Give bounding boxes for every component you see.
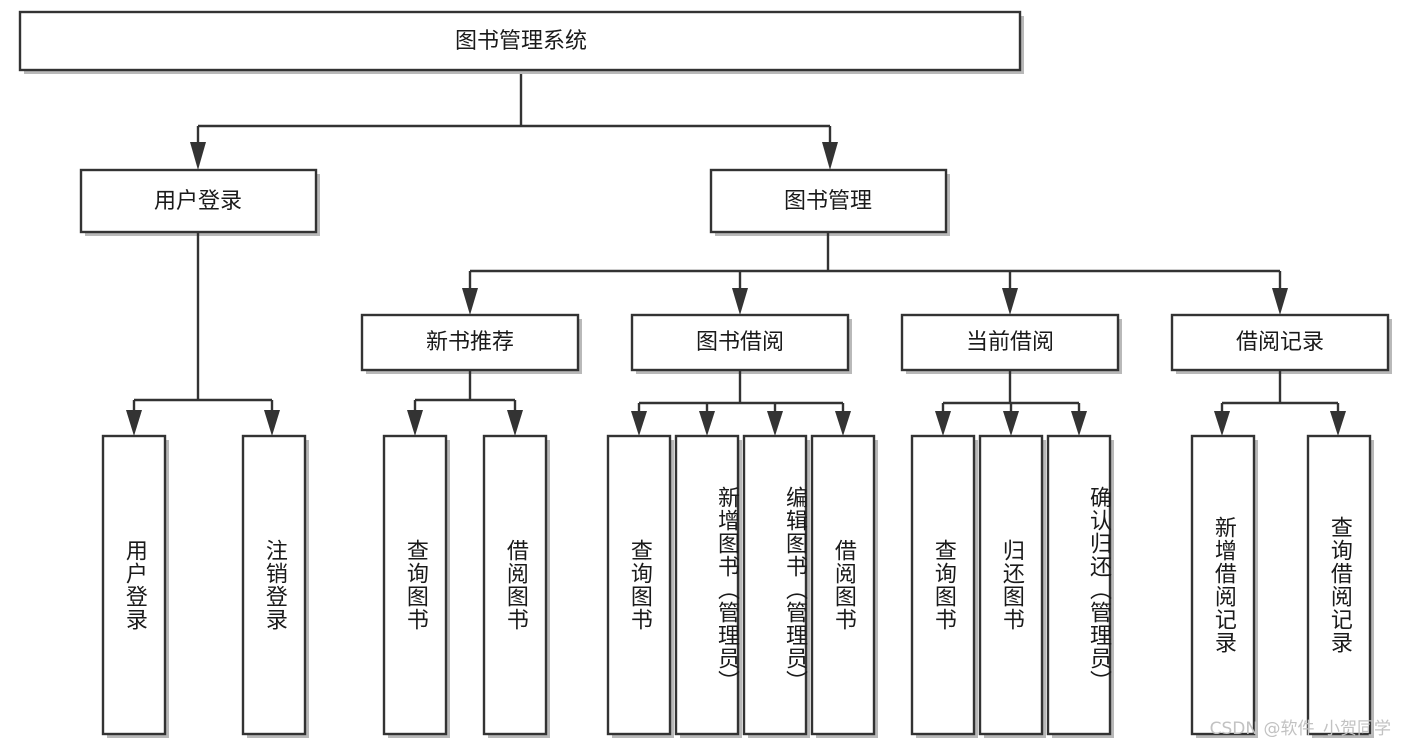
leaf-bb-2-box [674,434,740,736]
leaf-node-user-login[interactable] [101,434,169,738]
leaf-node-br-query-record[interactable] [1306,434,1374,738]
node-user-login-box [79,168,318,234]
connector-group-book-borrow-leaves [631,370,851,436]
arrow-head-cb-leaf-3 [1071,411,1087,436]
leaf-node-nb-query-book[interactable] [382,434,450,738]
leaf-cb-1-box [910,434,976,736]
arrow-head-borrow-record [1272,288,1288,315]
leaf-node-cb-confirm-return[interactable] [1046,434,1114,738]
arrow-head-new-book [462,288,478,315]
node-root-box [18,10,1022,72]
leaf-bb-4-box [810,434,876,736]
connector-group-root [190,70,838,170]
connector-group-user-login-leaves [126,232,280,436]
arrow-head-nb-leaf-1 [407,410,423,436]
label-book-borrow: 图书借阅 [696,330,784,355]
leaf-cb-2-box [978,434,1044,736]
node-borrow-record[interactable] [1170,313,1392,374]
arrow-head-leaf-user-login [126,410,142,436]
leaf-node-bb-query-book[interactable] [606,434,674,738]
leaf-node-bb-add-book[interactable] [674,434,742,738]
connector-group-new-book-leaves [407,370,523,436]
leaf-node-bb-edit-book[interactable] [742,434,810,738]
arrow-head-bb-leaf-1 [631,411,647,436]
connector-group-borrow-record-leaves [1214,370,1346,436]
connector-group-book-manage [462,232,1288,315]
arrow-head-bb-leaf-2 [699,411,715,436]
arrow-head-book-borrow [732,288,748,315]
node-borrow-record-box [1170,313,1390,372]
arrow-head-br-leaf-1 [1214,411,1230,436]
arrow-head-user-login [190,142,206,170]
leaf-bb-1-box [606,434,672,736]
arrow-head-bb-leaf-4 [835,411,851,436]
arrow-head-nb-leaf-2 [507,410,523,436]
label-new-book-recommend: 新书推荐 [426,330,514,355]
arrow-head-current-borrow [1002,288,1018,315]
arrow-head-leaf-logout [264,410,280,436]
arrow-head-bb-leaf-3 [767,411,783,436]
leaf-node-cb-query-book[interactable] [910,434,978,738]
node-current-borrow[interactable] [900,313,1122,374]
leaf-node-cb-return-book[interactable] [978,434,1046,738]
node-new-book-recommend[interactable] [360,313,582,374]
arrow-head-cb-leaf-2 [1003,411,1019,436]
node-current-borrow-box [900,313,1120,372]
leaf-br-2-box [1306,434,1372,736]
label-book-manage: 图书管理 [784,189,872,214]
connector-group-current-borrow-leaves [935,370,1087,436]
label-borrow-record: 借阅记录 [1236,330,1324,355]
leaf-nb-2-box [482,434,548,736]
leaf-br-1-box [1190,434,1256,736]
node-root[interactable] [18,10,1024,74]
leaf-cb-3-box [1046,434,1112,736]
label-current-borrow: 当前借阅 [966,330,1054,355]
leaf-logout-box [241,434,307,736]
leaf-node-bb-borrow-book[interactable] [810,434,878,738]
node-book-borrow[interactable] [630,313,852,374]
label-root: 图书管理系统 [455,29,587,54]
node-book-manage[interactable] [709,168,950,236]
leaf-nb-1-box [382,434,448,736]
leaf-bb-3-box [742,434,808,736]
leaf-node-br-add-record[interactable] [1190,434,1258,738]
node-new-book-recommend-box [360,313,580,372]
node-user-login[interactable] [79,168,320,236]
leaf-user-login-box [101,434,167,736]
label-user-login: 用户登录 [154,189,242,214]
arrow-head-cb-leaf-1 [935,411,951,436]
arrow-head-br-leaf-2 [1330,411,1346,436]
arrow-head-book-manage [822,142,838,170]
node-book-manage-box [709,168,948,234]
leaf-node-logout[interactable] [241,434,309,738]
leaf-node-nb-borrow-book[interactable] [482,434,550,738]
